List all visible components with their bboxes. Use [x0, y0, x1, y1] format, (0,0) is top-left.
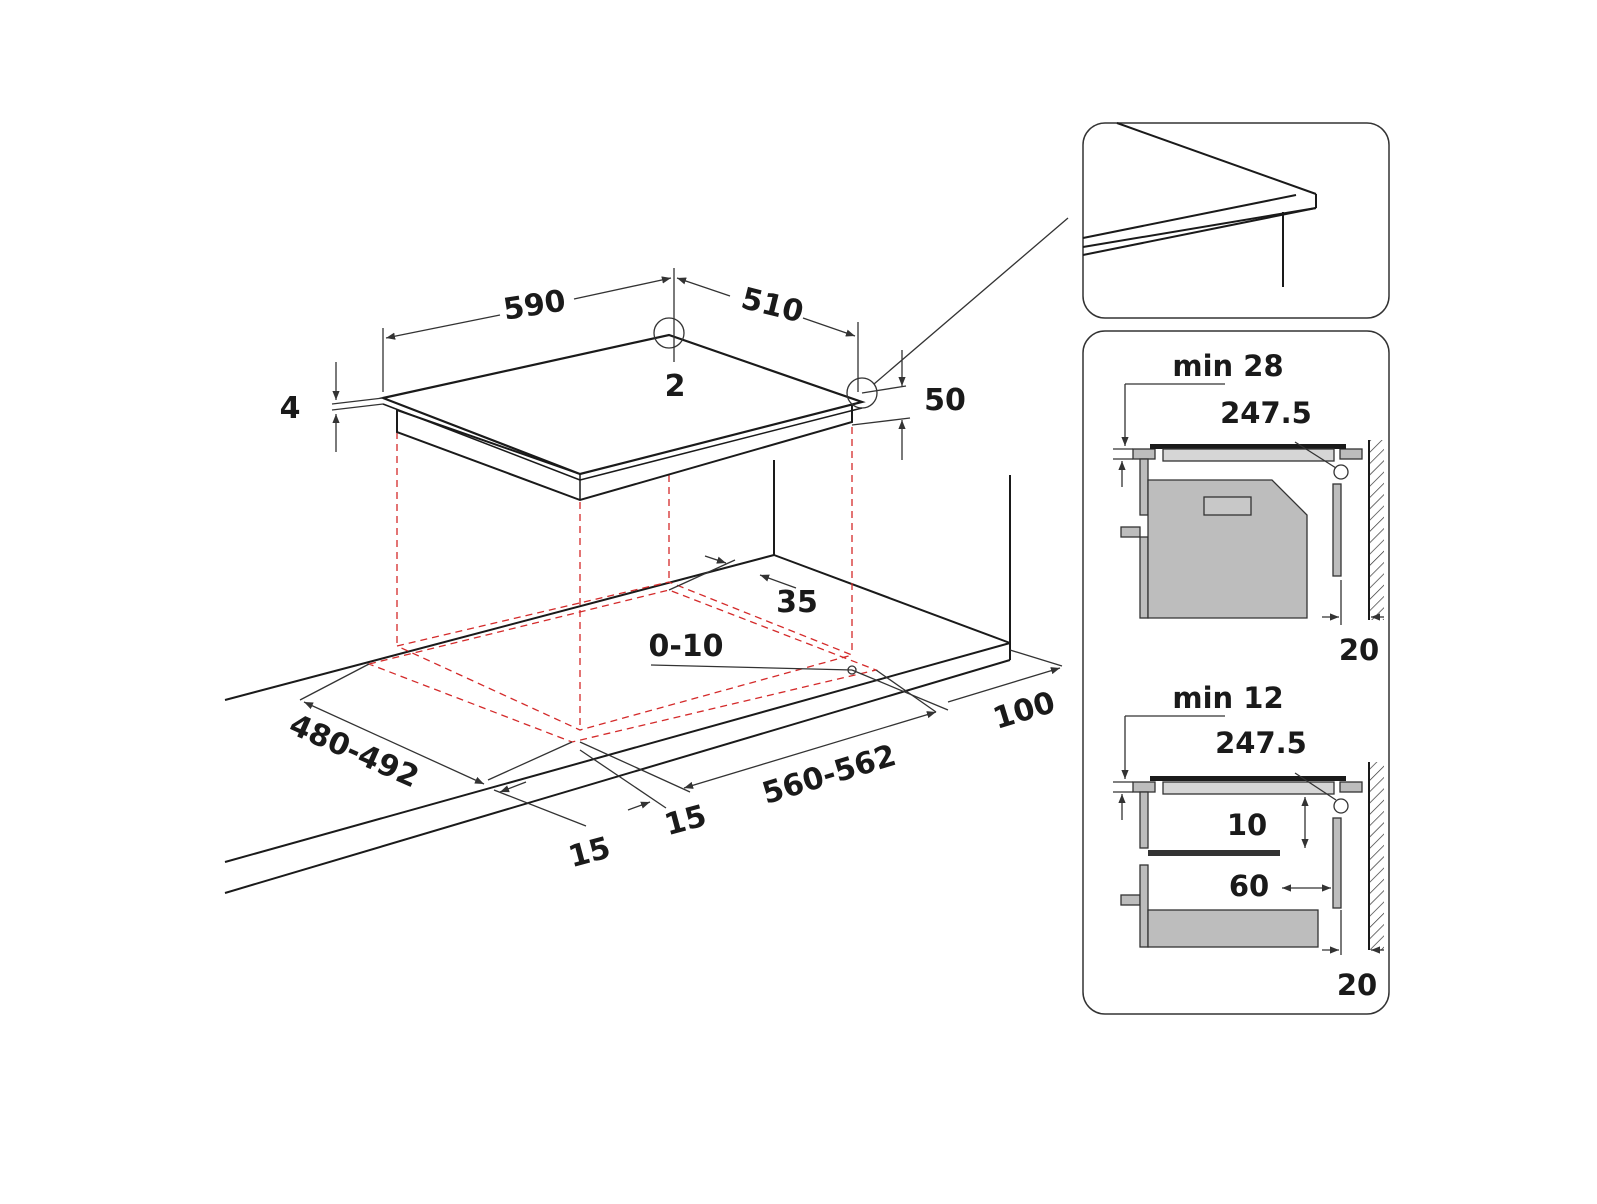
- section-top: [1113, 383, 1384, 625]
- depth-label: 510: [738, 281, 807, 330]
- wall-distance-label: 100: [989, 685, 1059, 737]
- detail-circle-corner: [846, 377, 878, 409]
- side-gap-label-bottom: 20: [1337, 968, 1377, 1002]
- glass-thickness-label: 4: [280, 391, 301, 426]
- cutout-width-label: 560-562: [758, 738, 900, 812]
- shelf-back-label: 60: [1229, 869, 1269, 903]
- back-margin-label: 35: [776, 585, 818, 620]
- distance-label-top: 247.5: [1220, 396, 1312, 430]
- shelf-gap-label: 10: [1227, 808, 1267, 842]
- clearance-label-bottom: min 12: [1172, 681, 1283, 715]
- distance-label-bottom: 247.5: [1215, 726, 1307, 760]
- side-gap-label-top: 20: [1339, 633, 1379, 667]
- front-margin-b-label: 15: [661, 799, 710, 844]
- reference-point-icon: [1333, 464, 1349, 480]
- oven-below-section-panel: min 28 247.5 20: [1082, 330, 1390, 1015]
- hob-and-worktop-drawing: 590 510 2 4 50 35 0-10 100 560-562 480-4…: [224, 217, 1069, 894]
- section-bottom: [1113, 715, 1384, 955]
- front-margin-a-label: 15: [565, 831, 614, 876]
- edge-gap-label: 2: [665, 369, 686, 404]
- hob: [379, 217, 1069, 502]
- reference-point-icon: [1333, 798, 1349, 814]
- worktop: [224, 460, 1011, 894]
- cutout-depth-label: 480-492: [284, 707, 424, 795]
- clearance-label-top: min 28: [1172, 349, 1283, 383]
- height-label: 50: [924, 383, 966, 418]
- side-margin-label: 0-10: [648, 629, 723, 664]
- edge-detail-panel: [1082, 122, 1390, 319]
- detail-circle-top: [653, 317, 685, 349]
- width-label: 590: [501, 283, 568, 327]
- dimension-lines: [299, 268, 1063, 827]
